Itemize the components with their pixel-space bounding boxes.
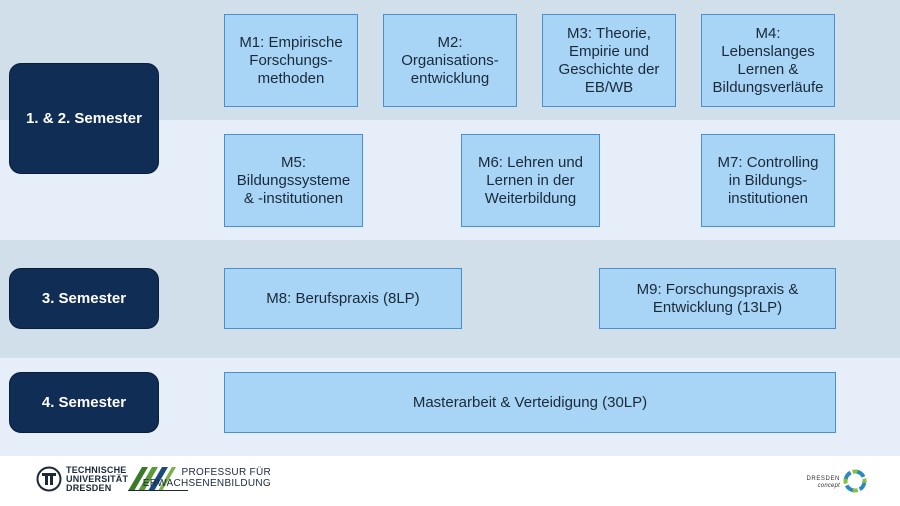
dresden-concept-ring-icon [843, 469, 867, 493]
tud-line-2: UNIVERSITÄT [66, 474, 129, 484]
semester-3-box: 3. Semester [9, 268, 159, 329]
tud-line-3: DRESDEN [66, 483, 112, 493]
module-m6: M6: Lehren und Lernen in der Weiterbildu… [461, 134, 600, 227]
module-m2: M2: Organisations- entwicklung [383, 14, 517, 107]
tu-dresden-logo: TECHNISCHE UNIVERSITÄT DRESDEN [36, 465, 129, 493]
stripes-icon [128, 467, 188, 491]
module-m9: M9: Forschungspraxis & Entwicklung (13LP… [599, 268, 836, 329]
dc-line-1: DRESDEN [806, 476, 840, 482]
module-m5: M5: Bildungssysteme & -institutionen [224, 134, 363, 227]
semester-4-box: 4. Semester [9, 372, 159, 433]
module-m8: M8: Berufspraxis (8LP) [224, 268, 462, 329]
prof-line-1: PROFESSUR FÜR [181, 467, 271, 478]
module-m7: M7: Controlling in Bildungs- institution… [701, 134, 835, 227]
module-m4: M4: Lebenslanges Lernen & Bildungsverläu… [701, 14, 835, 107]
professur-logo: PROFESSUR FÜR ERWACHSENENBILDUNG [128, 466, 271, 492]
module-m1: M1: Empirische Forschungs- methoden [224, 14, 358, 107]
semester-1-2-box: 1. & 2. Semester [9, 63, 159, 174]
tud-line-1: TECHNISCHE [66, 465, 127, 475]
module-m3: M3: Theorie, Empirie und Geschichte der … [542, 14, 676, 107]
prof-line-2: ERWACHSENENBILDUNG [142, 478, 271, 489]
module-thesis: Masterarbeit & Verteidigung (30LP) [224, 372, 836, 433]
tu-dresden-seal-icon [36, 466, 62, 492]
dc-line-2: concept [817, 483, 840, 489]
dresden-concept-logo: DRESDEN concept [806, 468, 868, 494]
